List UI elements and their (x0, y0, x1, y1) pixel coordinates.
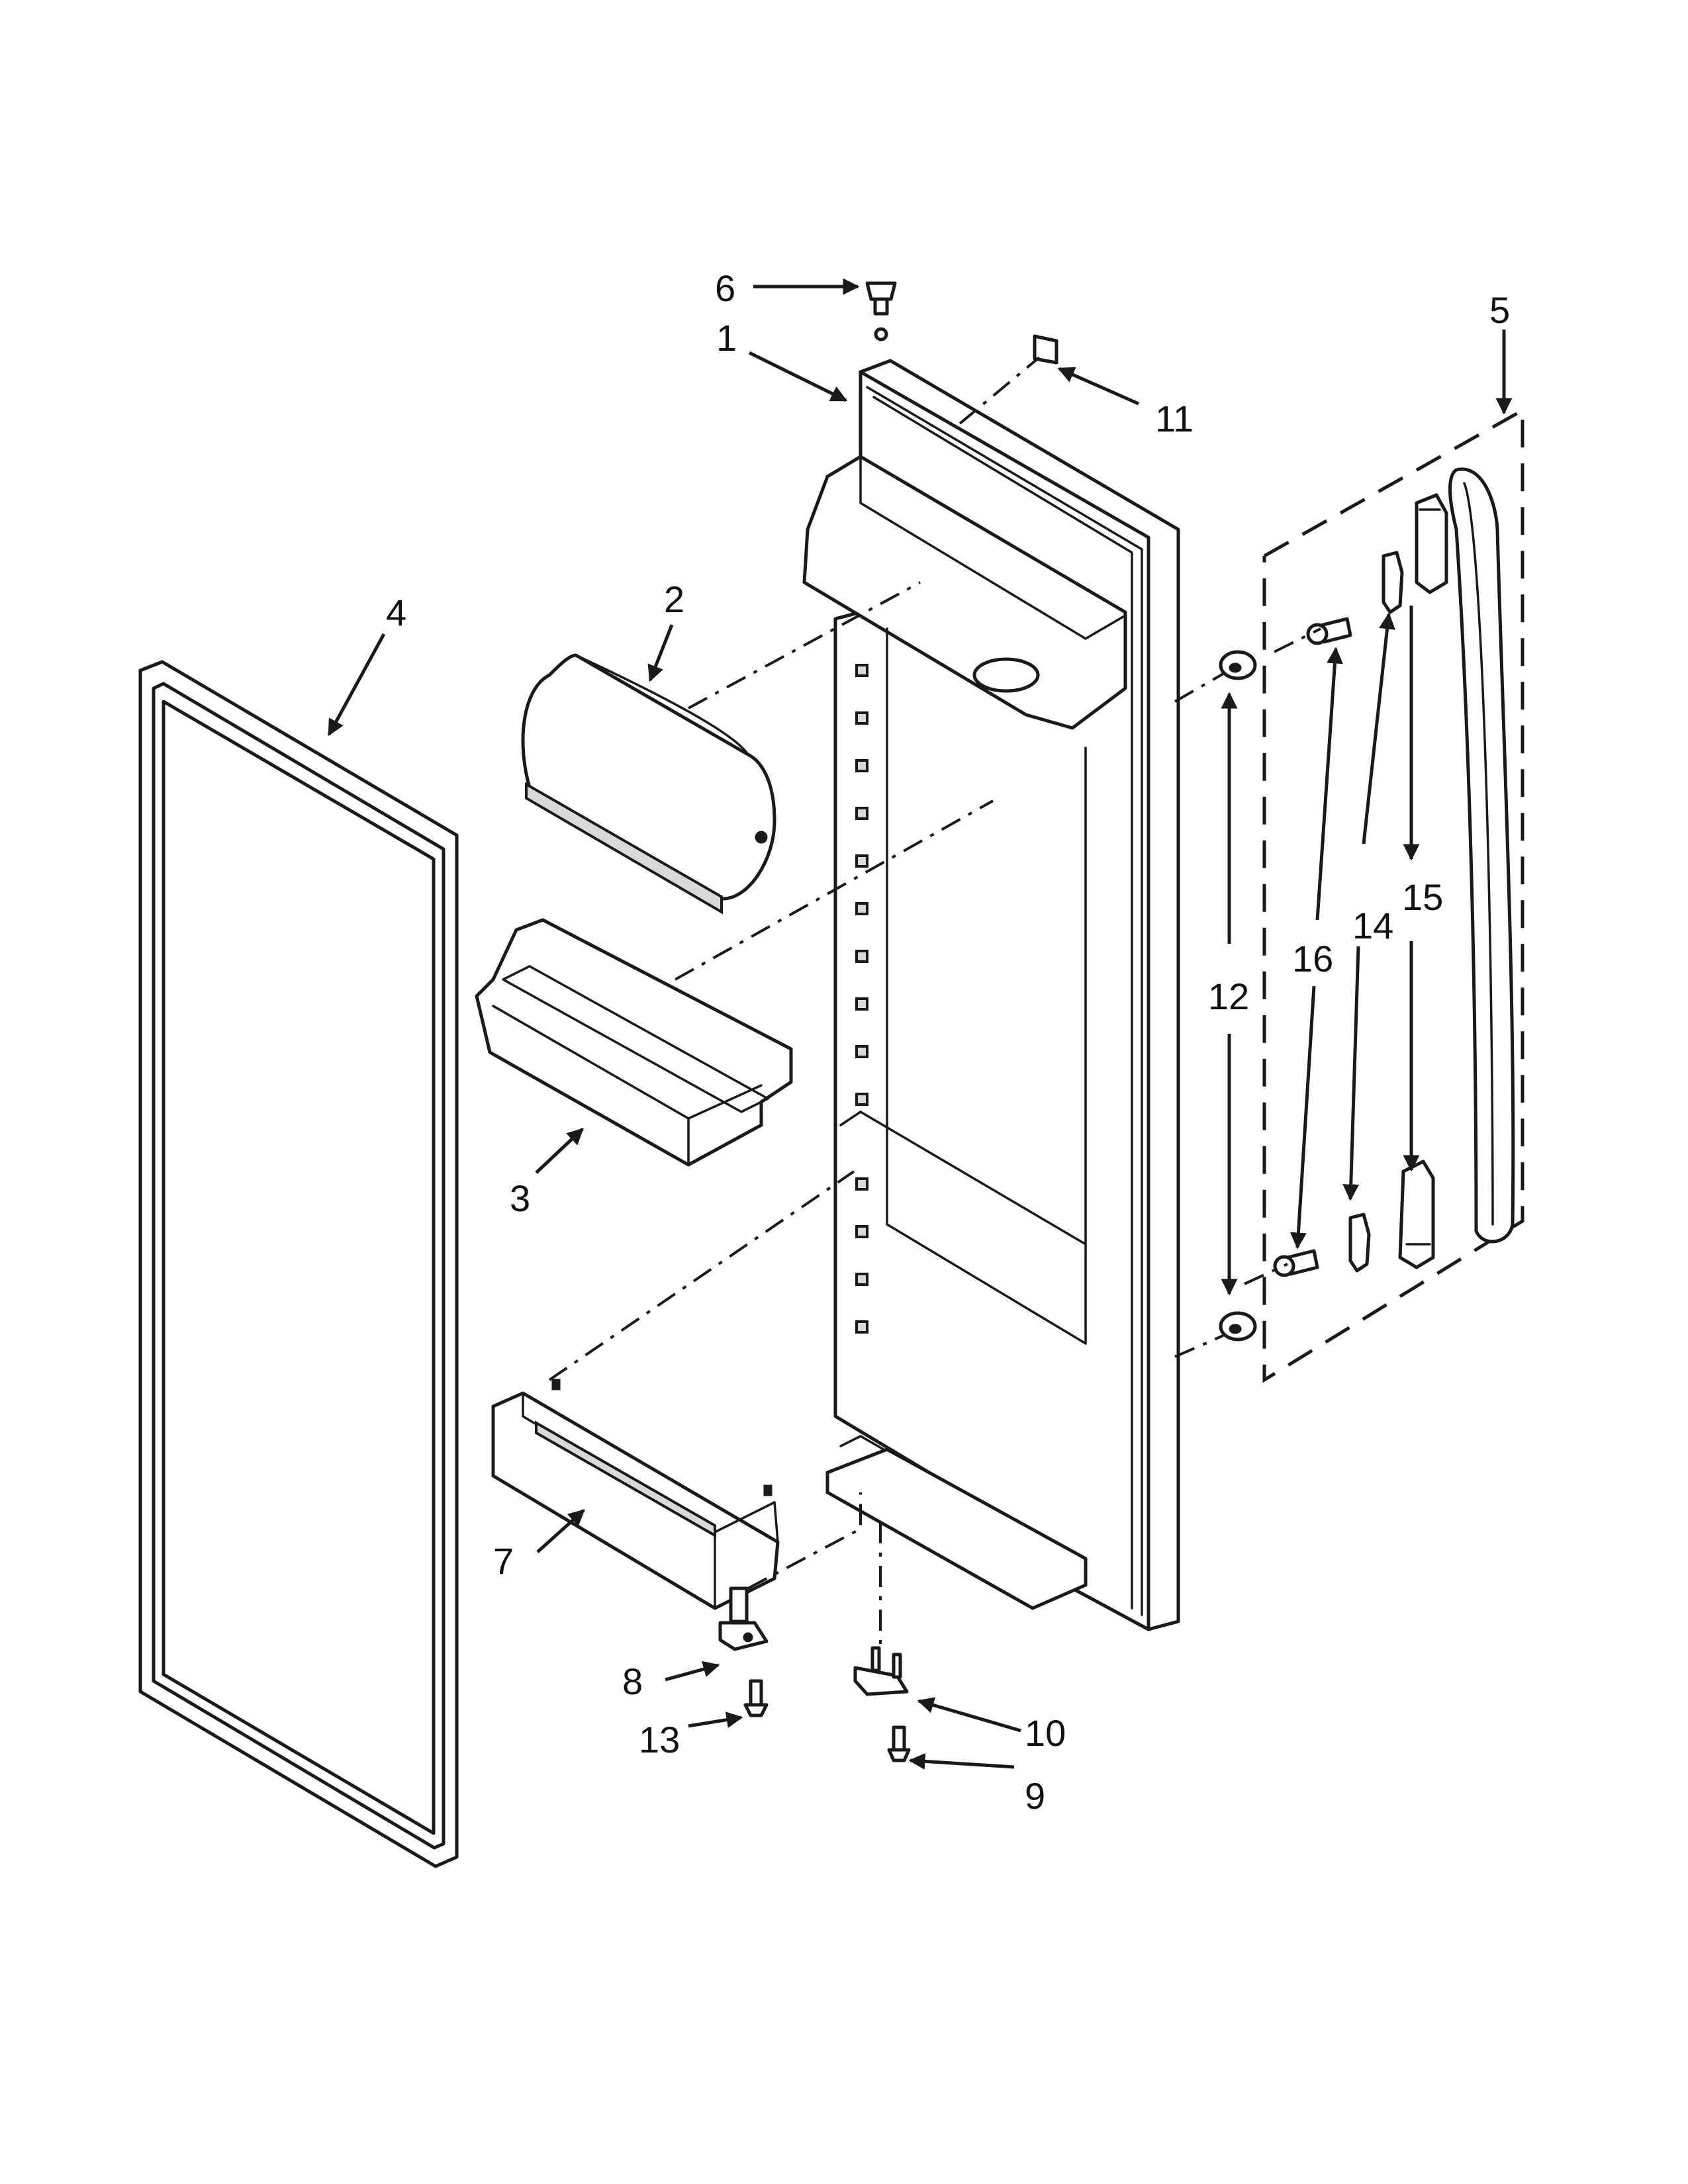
callout-14: 14 (1352, 905, 1393, 946)
handle-clips (1348, 551, 1404, 1273)
door-handle (1448, 467, 1515, 1244)
callout-6: 6 (715, 267, 735, 309)
callout-11: 11 (1155, 398, 1194, 439)
dairy-door (521, 653, 776, 915)
callout-5: 5 (1489, 289, 1510, 331)
door-gasket (138, 660, 459, 1868)
callout-16: 16 (1292, 938, 1333, 979)
hole-plugs (1219, 650, 1257, 1342)
alignment-lines (548, 356, 1321, 1648)
callout-13: 13 (639, 1719, 680, 1760)
hinge-screw (743, 1679, 769, 1717)
leader-lines (327, 278, 1513, 1770)
callout-4: 4 (386, 592, 406, 633)
door-plug (865, 281, 897, 341)
hinge-pin (718, 1586, 769, 1651)
callout-1: 1 (716, 317, 737, 359)
shelf-studs (855, 664, 868, 1334)
lower-door-bin (491, 1379, 780, 1610)
handle-end-caps (1398, 493, 1448, 1269)
bracket-screw (887, 1725, 911, 1762)
handle-screws (1273, 617, 1352, 1277)
callout-10: 10 (1025, 1712, 1066, 1754)
door-bin (475, 918, 793, 1167)
rating-label (1033, 334, 1058, 365)
callout-7: 7 (493, 1540, 514, 1582)
callout-labels: 6 1 2 4 3 7 8 13 10 9 11 5 12 16 14 15 (386, 267, 1510, 1817)
door-liner (802, 359, 1180, 1631)
callout-3: 3 (510, 1177, 530, 1219)
callout-2: 2 (664, 578, 684, 620)
callout-9: 9 (1025, 1775, 1045, 1817)
handle-kit-outline (1262, 407, 1524, 1383)
callout-15: 15 (1402, 876, 1443, 918)
hinge-bracket (853, 1646, 909, 1696)
callout-12: 12 (1208, 976, 1249, 1017)
callout-8: 8 (622, 1661, 643, 1702)
